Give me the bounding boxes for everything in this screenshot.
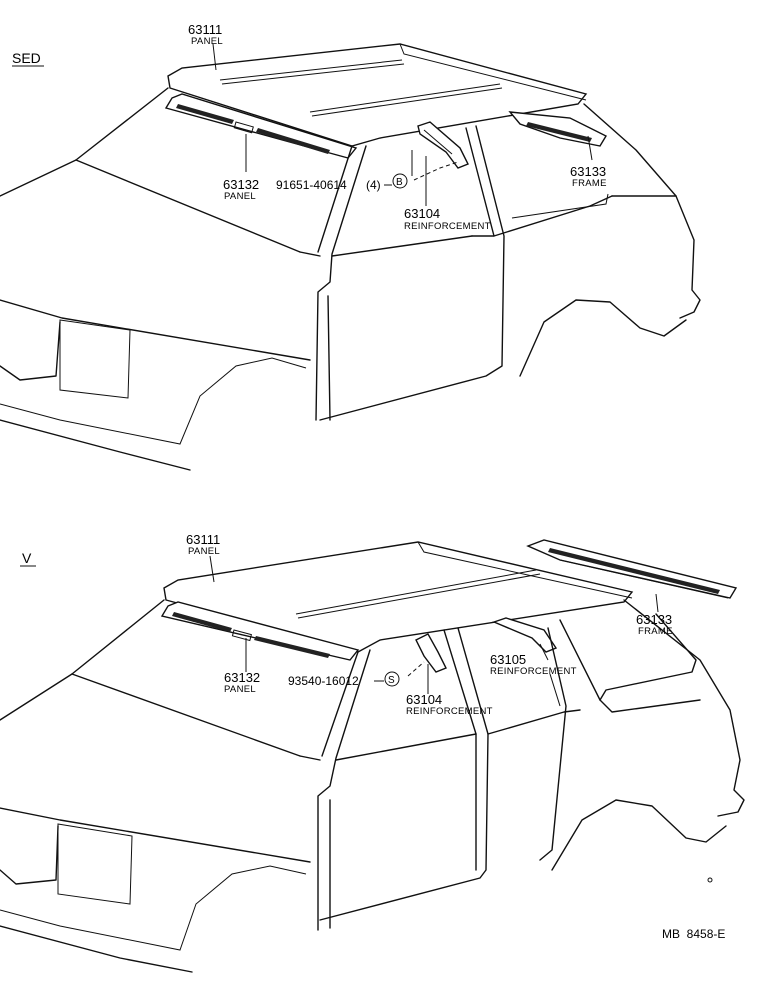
van-sealer-symbol: S: [388, 675, 395, 686]
sedan-clip-qty: (4): [366, 178, 381, 192]
sedan-windshield-panel-name: PANEL: [224, 191, 256, 202]
sedan-frame-name: FRAME: [572, 178, 607, 189]
van-roof-panel-number: 63111: [186, 532, 220, 547]
sedan-reinforcement: [417, 121, 469, 169]
sedan-frame-number: 63133: [570, 164, 606, 179]
sedan-windshield-panel-number: 63132: [223, 177, 259, 192]
sedan-clip-number: 91651-40614: [276, 178, 347, 192]
sedan-illustration: [0, 43, 701, 471]
van-reinforcement-rear-number: 63105: [490, 652, 526, 667]
van-windshield-panel-number: 63132: [224, 670, 260, 685]
van-windshield-panel-name: PANEL: [224, 684, 256, 695]
van-reinforcement-front-name: REINFORCEMENT: [406, 706, 493, 717]
section-label-v: V: [22, 550, 32, 566]
sedan-clip-symbol: B: [396, 177, 403, 188]
van-illustration: [0, 539, 745, 973]
drawing-code: MB 8458-E: [662, 927, 725, 941]
van-sealer-symbol-circle: [384, 671, 400, 687]
sedan-clip-symbol-circle: [392, 173, 408, 189]
sedan-roof-panel-number: 63111: [188, 22, 222, 37]
van-leaders: [209, 555, 659, 707]
van-reinforcement-front: [415, 633, 447, 673]
sedan-reinforcement-name: REINFORCEMENT: [404, 221, 491, 232]
van-frame-number: 63133: [636, 612, 672, 627]
van-frame-name: FRAME: [638, 626, 673, 637]
van-windshield-header-panel: [160, 601, 360, 661]
van-sealer-number: 93540-16012: [288, 674, 359, 688]
van-reinforcement-rear-name: REINFORCEMENT: [490, 666, 577, 677]
van-reinforcement-front-number: 63104: [406, 692, 442, 707]
sedan-roof-panel-name: PANEL: [191, 36, 223, 47]
van-roof-panel-name: PANEL: [188, 546, 220, 557]
sedan-reinforcement-number: 63104: [404, 206, 440, 221]
van-reinforcement-rear: [492, 617, 558, 653]
sedan-leaders: [212, 43, 609, 219]
section-label-sed: SED: [12, 50, 41, 66]
sedan-rear-frame: [508, 111, 607, 147]
sedan-roof-panel: [167, 43, 588, 147]
